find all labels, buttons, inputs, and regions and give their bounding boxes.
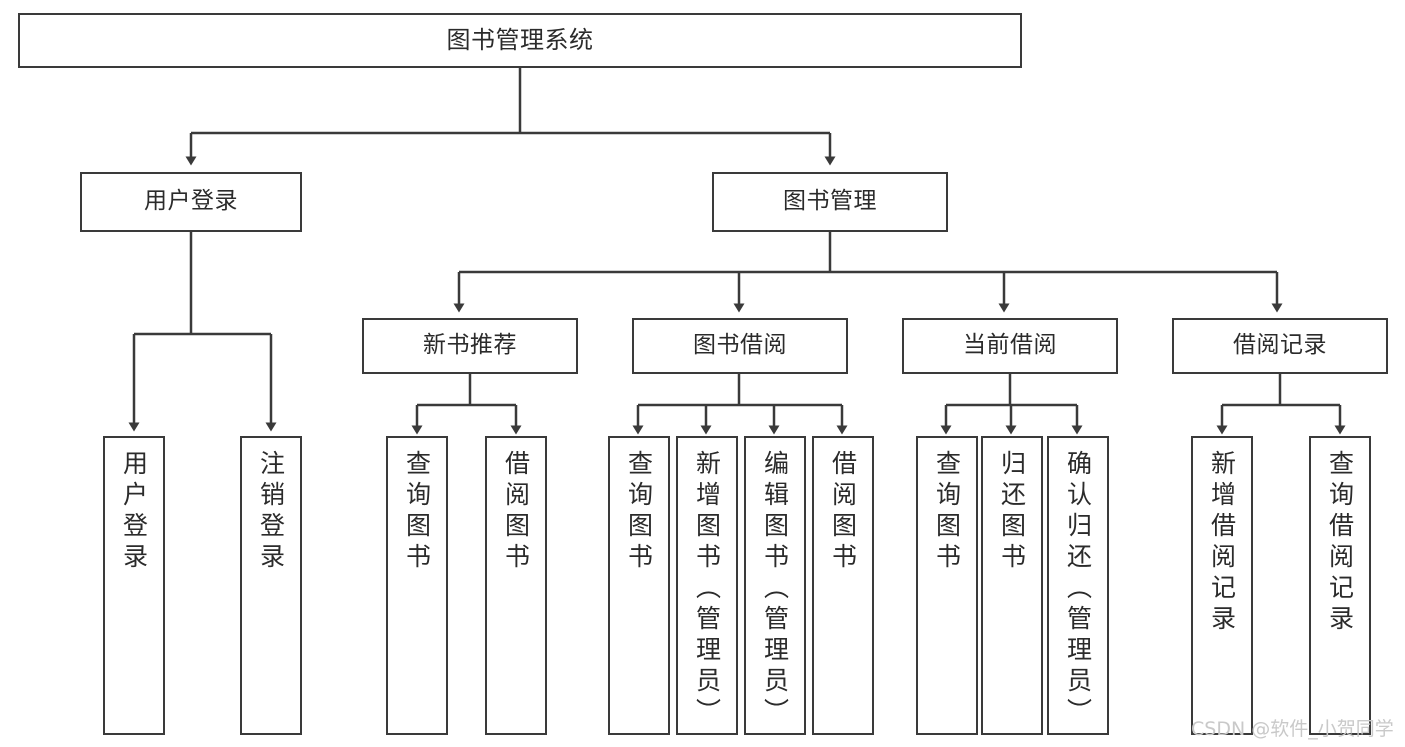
node-new-book-rec[interactable]: 新书推荐 [362,318,578,374]
node-leaf-query-book-2[interactable]: 查询图书 [608,436,670,735]
watermark: CSDN @软件_小贺同学 [1191,718,1394,740]
node-leaf-borrow-book-1[interactable]: 借阅图书 [485,436,547,735]
node-book-manage-label: 图书管理 [783,188,877,215]
node-leaf-query-record[interactable]: 查询借阅记录 [1309,436,1371,735]
node-leaf-query-book-2-label: 查询图书 [624,450,654,574]
node-leaf-add-book-label: 新增图书（管理员） [692,450,722,729]
node-leaf-query-record-label: 查询借阅记录 [1325,450,1355,636]
node-leaf-user-login[interactable]: 用户登录 [103,436,165,735]
node-leaf-return-book-label: 归还图书 [997,450,1027,574]
node-book-manage[interactable]: 图书管理 [712,172,948,232]
node-leaf-edit-book-label: 编辑图书（管理员） [760,450,790,729]
node-leaf-confirm-return[interactable]: 确认归还（管理员） [1047,436,1109,735]
node-borrow-record[interactable]: 借阅记录 [1172,318,1388,374]
node-leaf-borrow-book-2-label: 借阅图书 [828,450,858,574]
node-leaf-add-record-label: 新增借阅记录 [1207,450,1237,636]
node-leaf-logout-label: 注销登录 [256,450,286,574]
node-borrow-record-label: 借阅记录 [1233,332,1327,359]
node-current-borrow[interactable]: 当前借阅 [902,318,1118,374]
node-new-book-rec-label: 新书推荐 [423,332,517,359]
node-leaf-return-book[interactable]: 归还图书 [981,436,1043,735]
node-book-borrow[interactable]: 图书借阅 [632,318,848,374]
node-leaf-query-book-1-label: 查询图书 [402,450,432,574]
node-root[interactable]: 图书管理系统 [18,13,1022,68]
node-leaf-user-login-label: 用户登录 [119,450,149,574]
node-leaf-add-record[interactable]: 新增借阅记录 [1191,436,1253,735]
node-leaf-add-book[interactable]: 新增图书（管理员） [676,436,738,735]
node-leaf-logout[interactable]: 注销登录 [240,436,302,735]
node-book-borrow-label: 图书借阅 [693,332,787,359]
node-leaf-borrow-book-2[interactable]: 借阅图书 [812,436,874,735]
node-current-borrow-label: 当前借阅 [963,332,1057,359]
node-leaf-confirm-return-label: 确认归还（管理员） [1063,450,1093,729]
node-root-label: 图书管理系统 [446,26,594,55]
node-leaf-edit-book[interactable]: 编辑图书（管理员） [744,436,806,735]
node-leaf-query-book-1[interactable]: 查询图书 [386,436,448,735]
node-leaf-query-book-3-label: 查询图书 [932,450,962,574]
node-user-login-label: 用户登录 [144,188,238,215]
node-leaf-query-book-3[interactable]: 查询图书 [916,436,978,735]
node-leaf-borrow-book-1-label: 借阅图书 [501,450,531,574]
node-user-login[interactable]: 用户登录 [80,172,302,232]
